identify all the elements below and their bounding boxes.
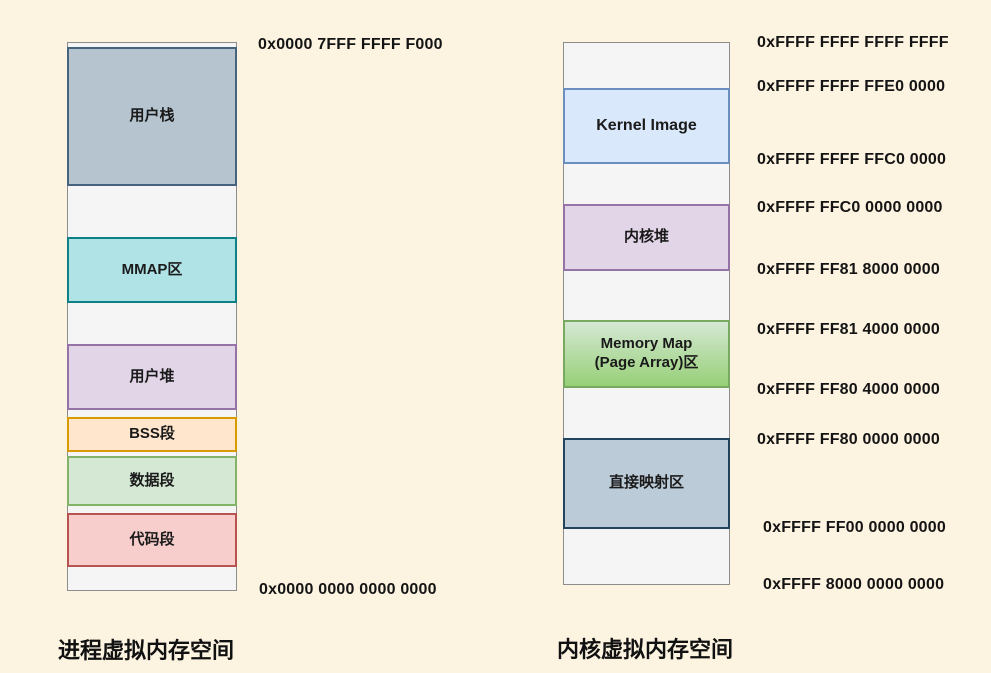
segment-kernel-heap-label: 内核堆: [623, 228, 669, 246]
segment-user-heap-label: 用户堆: [129, 367, 175, 385]
segment-mmap: MMAP区: [67, 237, 237, 303]
kernel-memory-column: Kernel Image 内核堆 Memory Map (Page Array)…: [563, 42, 730, 585]
segment-memory-map-label-line2: (Page Array)区: [594, 354, 699, 371]
segment-user-stack-label: 用户栈: [129, 107, 175, 125]
process-top-address: 0x0000 7FFF FFFF F000: [258, 36, 443, 53]
kernel-address-label: 0xFFFF FF80 0000 0000: [757, 431, 940, 448]
kernel-address-label: 0xFFFF FF00 0000 0000: [763, 519, 946, 536]
segment-data: 数据段: [67, 456, 237, 506]
segment-data-label: 数据段: [129, 471, 175, 489]
segment-kernel-heap: 内核堆: [563, 204, 730, 271]
segment-user-stack: 用户栈: [67, 47, 237, 186]
segment-code: 代码段: [67, 513, 237, 567]
kernel-address-label: 0xFFFF FFFF FFFF FFFF: [757, 34, 949, 51]
segment-kernel-image-label: Kernel Image: [596, 117, 697, 134]
kernel-address-label: 0xFFFF FFFF FFE0 0000: [757, 78, 946, 95]
process-diagram-caption: 进程虚拟内存空间: [58, 638, 235, 663]
segment-memory-map-label: Memory Map (Page Array)区: [595, 335, 699, 373]
segment-bss: BSS段: [67, 417, 237, 452]
kernel-address-label: 0xFFFF 8000 0000 0000: [763, 576, 945, 593]
segment-memory-map: Memory Map (Page Array)区: [563, 320, 730, 388]
kernel-address-label: 0xFFFF FFC0 0000 0000: [757, 199, 943, 216]
process-bottom-address: 0x0000 0000 0000 0000: [259, 581, 437, 598]
kernel-address-label: 0xFFFF FF81 8000 0000: [757, 261, 940, 278]
process-memory-column: 用户栈 MMAP区 用户堆 BSS段 数据段 代码段: [67, 42, 237, 591]
segment-mmap-label: MMAP区: [121, 260, 183, 278]
kernel-address-label: 0xFFFF FF81 4000 0000: [757, 321, 940, 338]
kernel-address-label: 0xFFFF FFFF FFC0 0000: [757, 151, 947, 168]
segment-direct-mapping-label: 直接映射区: [608, 474, 684, 492]
kernel-address-label: 0xFFFF FF80 4000 0000: [757, 381, 940, 398]
segment-kernel-image: Kernel Image: [563, 88, 730, 164]
segment-memory-map-label-line1: Memory Map: [600, 335, 693, 353]
segment-code-label: 代码段: [129, 530, 175, 548]
segment-user-heap: 用户堆: [67, 344, 237, 410]
segment-direct-mapping: 直接映射区: [563, 438, 730, 529]
kernel-diagram-caption: 内核虚拟内存空间: [557, 637, 734, 662]
segment-bss-label: BSS段: [129, 425, 175, 443]
